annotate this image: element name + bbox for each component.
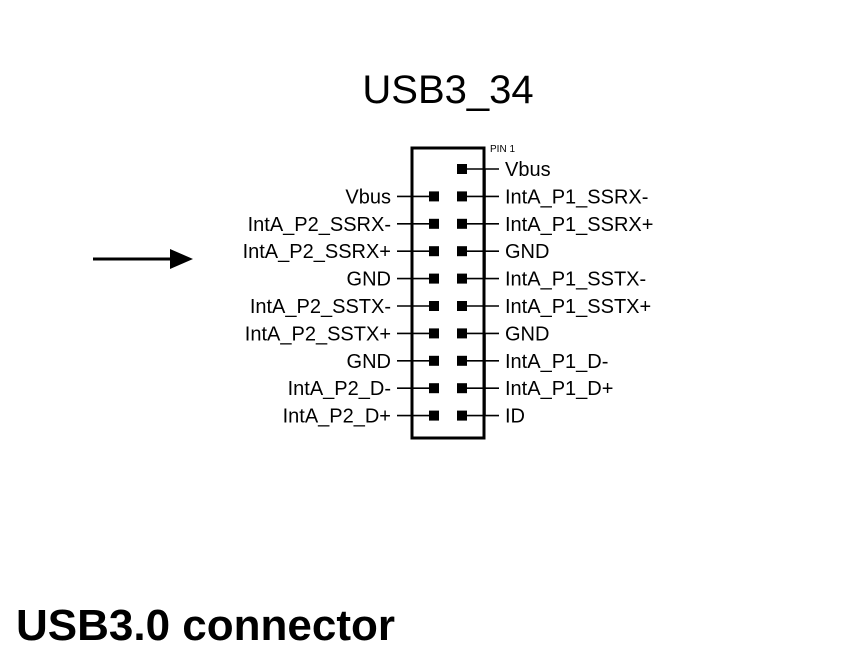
- pin-label-right-3: IntA_P1_SSRX+: [505, 214, 653, 236]
- pin-right-2: [457, 191, 467, 202]
- pin-left-6: [429, 328, 439, 339]
- pin-label-right-10: ID: [505, 406, 525, 428]
- pin-right-10: [457, 410, 467, 421]
- connector-title: USB3_34: [362, 68, 534, 112]
- pin-right-8: [457, 355, 467, 366]
- pin-right-6: [457, 301, 467, 311]
- pin-label-right-7: GND: [505, 323, 549, 345]
- pin-label-left-7: GND: [347, 351, 391, 373]
- pin-left-1: [429, 191, 439, 202]
- pin-label-right-2: IntA_P1_SSRX-: [505, 186, 648, 208]
- pin-right-4: [457, 246, 467, 257]
- arrow-head: [170, 249, 193, 269]
- pin-label-right-8: IntA_P1_D-: [505, 351, 608, 373]
- pin-left-9: [429, 410, 439, 421]
- pin-label-right-9: IntA_P1_D+: [505, 378, 613, 400]
- pin-left-4: [429, 273, 439, 284]
- pin-label-left-3: IntA_P2_SSRX+: [243, 241, 391, 263]
- pin-label-left-8: IntA_P2_D-: [288, 378, 391, 400]
- pin-label-right-5: IntA_P1_SSTX-: [505, 269, 646, 291]
- pin-left-2: [429, 218, 439, 229]
- pin-right-7: [457, 328, 467, 339]
- pin-left-8: [429, 383, 439, 394]
- pin-left-5: [429, 301, 439, 311]
- pin-label-right-4: GND: [505, 241, 549, 263]
- pin-left-7: [429, 355, 439, 366]
- pin-left-3: [429, 246, 439, 257]
- pin-right-3: [457, 218, 467, 229]
- pin-label-left-6: IntA_P2_SSTX+: [245, 323, 391, 345]
- pin1-label: PIN 1: [490, 144, 515, 155]
- pin-label-left-2: IntA_P2_SSRX-: [248, 214, 391, 236]
- pin-right-1: [457, 164, 467, 174]
- pin-labels: PIN 1VbusIntA_P1_SSRX-IntA_P1_SSRX+GNDIn…: [243, 144, 654, 428]
- connector-body: [410, 146, 486, 440]
- pin-label-left-5: IntA_P2_SSTX-: [250, 296, 391, 318]
- arrow-right-icon: [93, 249, 193, 269]
- pin-right-5: [457, 273, 467, 284]
- pin-label-left-9: IntA_P2_D+: [283, 406, 391, 428]
- connector-caption: USB3.0 connector: [16, 601, 395, 650]
- pin-label-left-4: GND: [347, 269, 391, 291]
- pin-label-right-1: Vbus: [505, 159, 551, 181]
- pin-right-9: [457, 383, 467, 394]
- connector-pins: [429, 164, 467, 421]
- pin-label-left-1: Vbus: [345, 186, 391, 208]
- pin-label-right-6: IntA_P1_SSTX+: [505, 296, 651, 318]
